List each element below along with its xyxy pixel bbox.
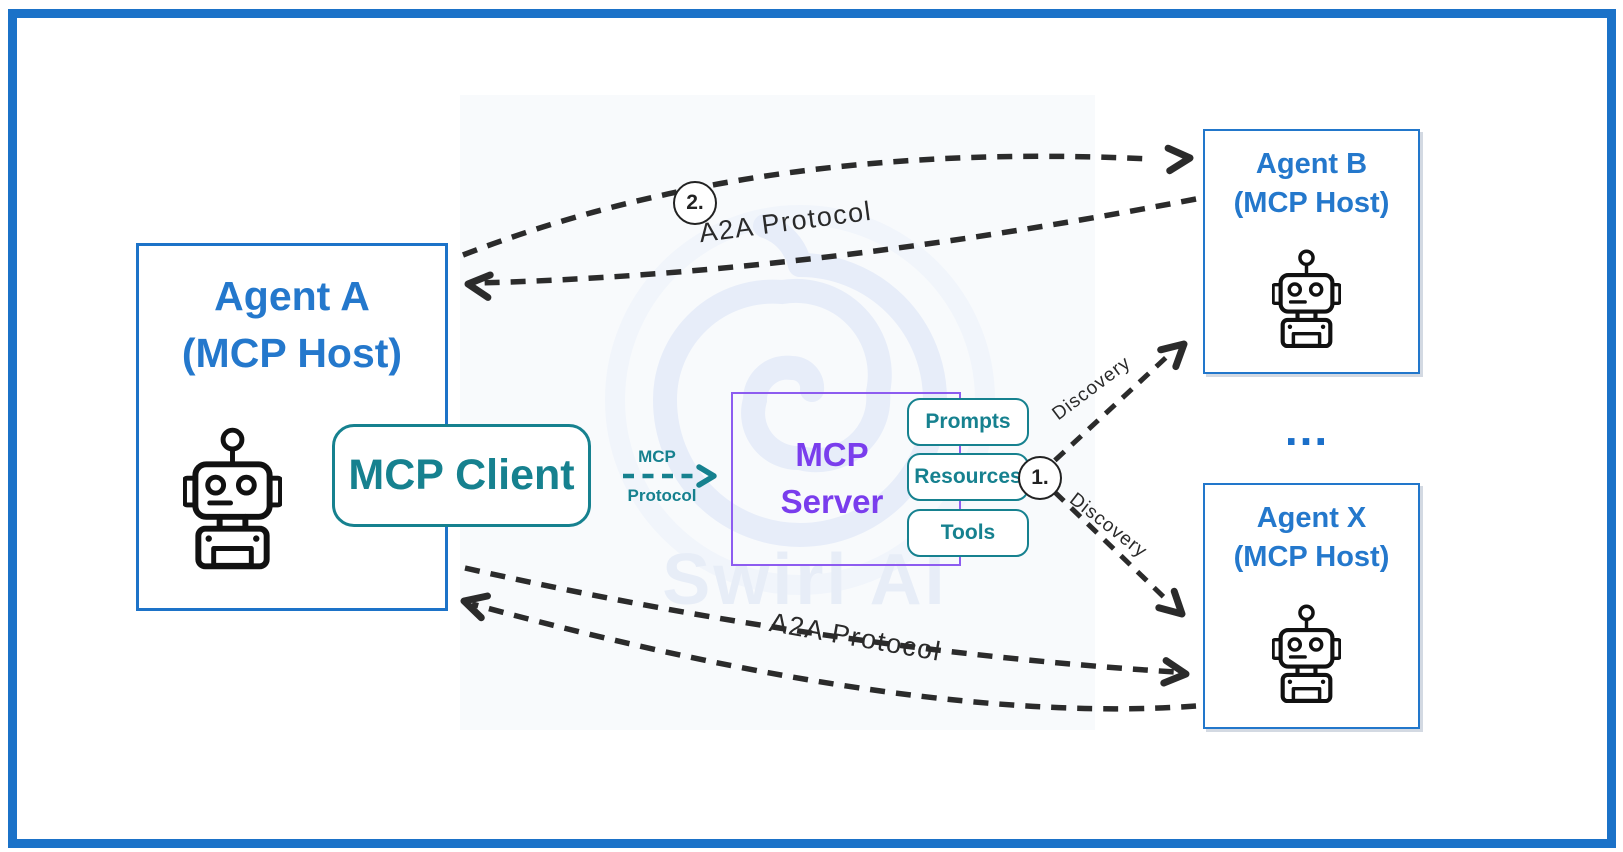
more-agents-ellipsis: ... <box>1284 403 1330 455</box>
a2a-top-forward-arrowhead-icon <box>1164 144 1194 175</box>
agent-a-title-line: Agent A <box>214 273 370 319</box>
a2a-top-return-arrowhead-icon <box>464 271 494 301</box>
watermark-spiral <box>652 253 948 548</box>
discovery-to-agent-b-arrowhead-icon <box>1157 340 1188 371</box>
a2a-top-forward-arrow <box>462 153 1151 258</box>
agent-x-title-line: Agent X <box>1256 502 1367 534</box>
agent-a-box: Agent A (MCP Host) <box>136 243 448 611</box>
mcp-protocol-label-line2: Protocol <box>627 486 697 505</box>
a2a-bottom-return-arrowhead-icon <box>460 592 491 622</box>
agent-x-subtitle-line: (MCP Host) <box>1233 541 1390 574</box>
step-2-badge: 2. <box>673 181 717 225</box>
discovery-to-agent-x-arrowhead-icon <box>1155 587 1186 618</box>
agent-b-title: Agent B (MCP Host) <box>1205 145 1418 223</box>
a2a-bottom-return-arrow <box>471 601 1197 712</box>
robot-icon <box>183 425 282 571</box>
a2a-top-return-arrow <box>475 196 1197 286</box>
mcp-server-box: MCP Server <box>731 392 961 566</box>
robot-icon <box>1272 249 1341 348</box>
mcp-client-label: MCP Client <box>348 451 575 499</box>
watermark-text: Swirl AI <box>662 540 948 620</box>
discovery-to-agent-b-arrow <box>1036 350 1174 478</box>
capability-resources: Resources <box>907 453 1029 501</box>
a2a-bottom-forward-arrowhead-icon <box>1160 657 1190 687</box>
mcp-protocol-label-line1: MCP <box>638 447 676 466</box>
agent-a-title: Agent A (MCP Host) <box>139 268 445 381</box>
discovery-to-agent-x-arrow <box>1036 474 1172 605</box>
agent-x-title: Agent X (MCP Host) <box>1205 499 1418 577</box>
agent-b-title-line: Agent B <box>1255 148 1368 180</box>
capability-tools: Tools <box>907 509 1029 557</box>
mcp-server-title-line1: MCP <box>795 436 869 474</box>
mcp-server-title-line2: Server <box>780 483 884 520</box>
capability-prompts: Prompts <box>907 398 1029 446</box>
robot-icon <box>1272 604 1341 703</box>
mcp-client-box: MCP Client <box>332 424 591 527</box>
a2a-bottom-forward-arrow <box>464 565 1176 675</box>
step-1-badge: 1. <box>1018 456 1062 500</box>
agent-b-subtitle-line: (MCP Host) <box>1233 187 1390 220</box>
mcp-server-title: MCP Server <box>781 432 884 526</box>
mcp-protocol-arrowhead-icon <box>696 464 717 488</box>
agent-a-subtitle-line: (MCP Host) <box>181 329 403 376</box>
